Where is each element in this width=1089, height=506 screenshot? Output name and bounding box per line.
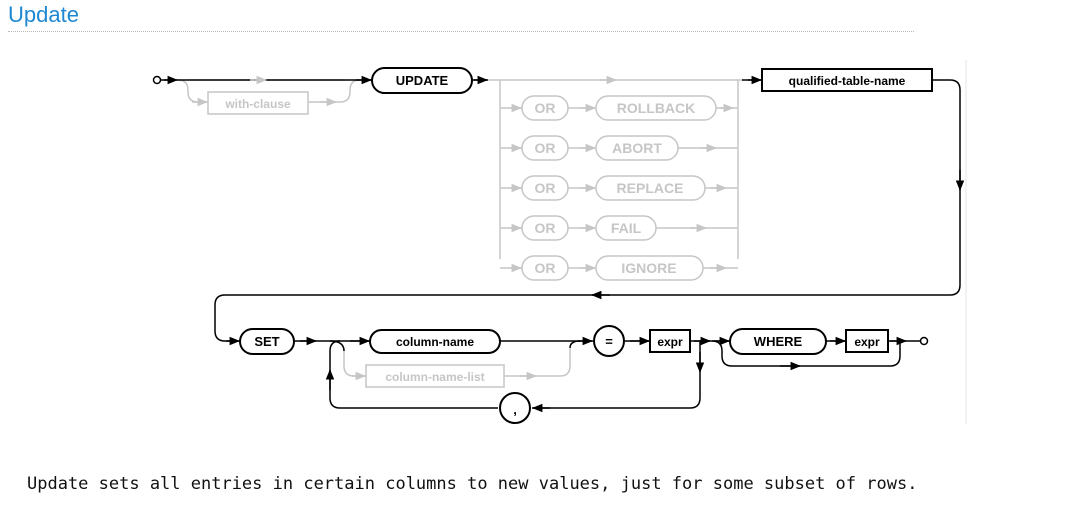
update-keyword-node: UPDATE <box>371 67 473 94</box>
set-label: SET <box>254 334 279 349</box>
description-text: Update sets all entries in certain colum… <box>27 474 918 494</box>
or-label: OR <box>535 220 556 236</box>
comma-label: , <box>513 402 517 417</box>
or-node-3: OR <box>521 175 569 201</box>
column-name-node: column-name <box>369 329 501 354</box>
update-syntax-diagram: with-clause OR ROLLBACK OR ABORT OR REPL… <box>152 60 967 424</box>
qualified-table-name-node: qualified-table-name <box>761 68 933 92</box>
column-name-list-node: column-name-list <box>365 364 505 388</box>
qualified-table-name-label: qualified-table-name <box>789 74 906 88</box>
replace-label: REPLACE <box>617 180 684 196</box>
ignore-label: IGNORE <box>621 260 676 276</box>
expr-node-2: expr <box>845 329 889 353</box>
page-title: Update <box>8 2 79 27</box>
or-node-5: OR <box>521 255 569 281</box>
column-name-list-label: column-name-list <box>385 370 484 384</box>
with-clause-label: with-clause <box>224 97 291 111</box>
or-node-2: OR <box>521 135 569 161</box>
update-label: UPDATE <box>396 73 449 88</box>
rollback-label: ROLLBACK <box>617 100 696 116</box>
end-point <box>919 336 929 346</box>
active-arrows <box>164 75 965 413</box>
abort-node: ABORT <box>595 135 679 161</box>
ignore-node: IGNORE <box>595 255 704 281</box>
expr-label: expr <box>657 335 683 349</box>
fail-label: FAIL <box>611 220 642 236</box>
fail-node: FAIL <box>595 215 657 241</box>
where-label: WHERE <box>754 334 803 349</box>
column-name-label: column-name <box>396 335 474 349</box>
start-point <box>152 75 162 85</box>
active-rails <box>160 79 961 409</box>
abort-label: ABORT <box>612 140 662 156</box>
or-label: OR <box>535 100 556 116</box>
or-node-1: OR <box>521 95 569 121</box>
or-label: OR <box>535 180 556 196</box>
rollback-node: ROLLBACK <box>595 95 717 121</box>
equals-label: = <box>605 334 613 349</box>
expr-node-1: expr <box>649 329 691 353</box>
with-clause-node: with-clause <box>207 91 309 115</box>
or-node-4: OR <box>521 215 569 241</box>
disabled-arrows <box>192 75 735 381</box>
expr-label: expr <box>854 335 880 349</box>
title-divider <box>8 31 914 32</box>
where-keyword-node: WHERE <box>729 328 827 355</box>
or-label: OR <box>535 140 556 156</box>
replace-node: REPLACE <box>595 175 706 201</box>
set-keyword-node: SET <box>239 328 295 355</box>
comma-node: , <box>499 392 531 424</box>
or-label: OR <box>535 260 556 276</box>
equals-node: = <box>593 325 625 357</box>
